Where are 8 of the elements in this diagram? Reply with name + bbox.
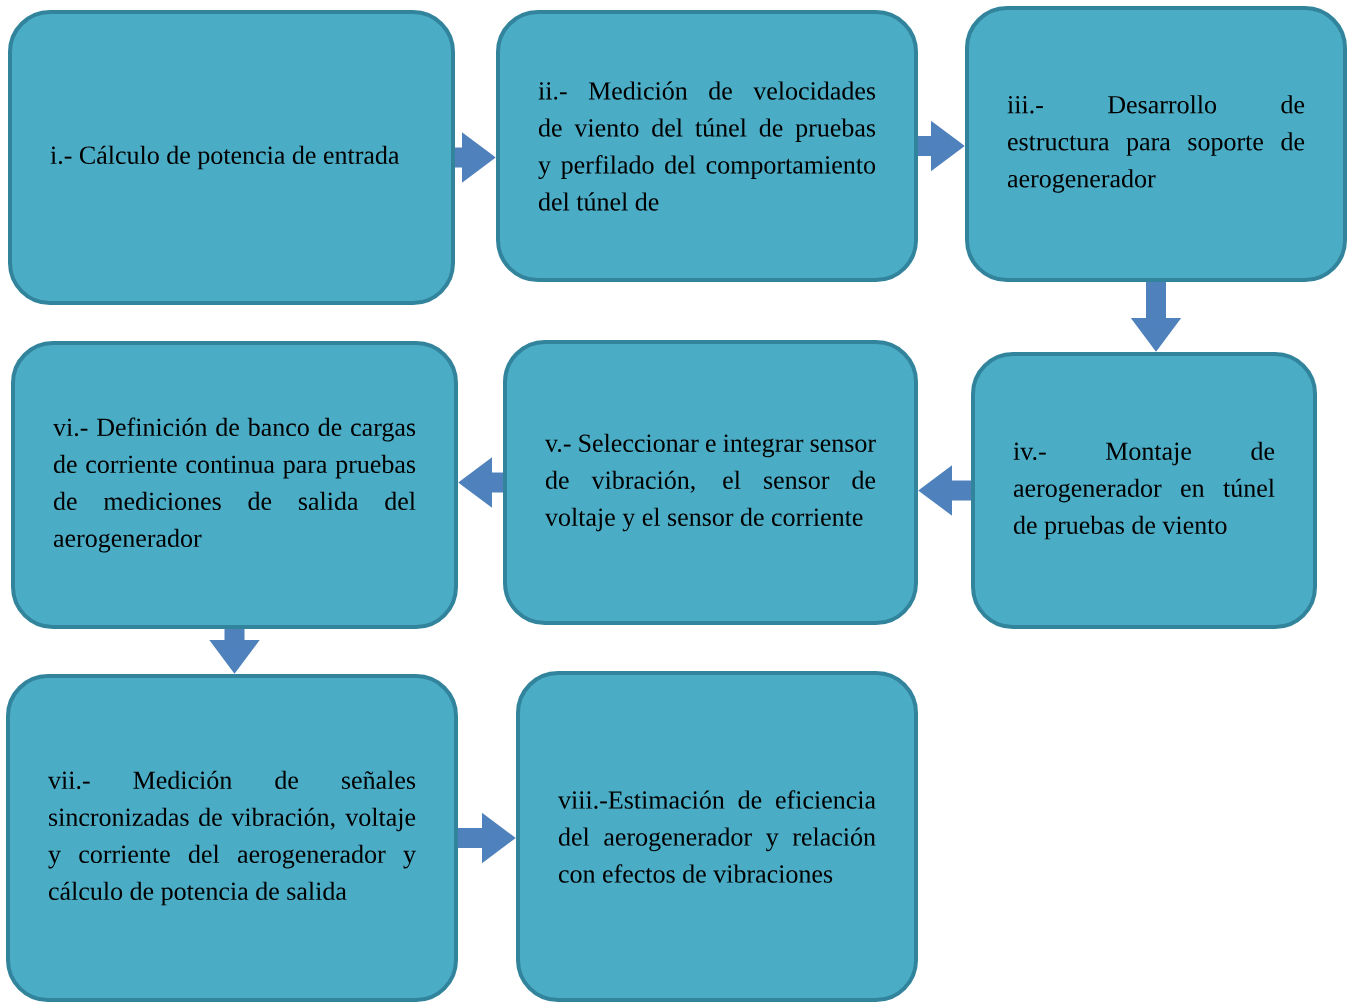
- process-box: vii.- Medición de señales sincronizadas de vibración, voltaje y corriente del aerogenerador y cálculo de potencia de salida: [6, 674, 458, 1002]
- process-box: iii.- Desarrollo de estructura para soporte de aerogenerador: [965, 6, 1347, 282]
- process-box: ii.- Medición de velocidades de viento del túnel de pruebas y perfilado del comportamiento del túnel de: [496, 10, 918, 282]
- process-box: vi.- Definición de banco de cargas de corriente continua para pruebas de mediciones de salida del aerogenerador: [11, 341, 458, 629]
- process-box: viii.-Estimación de eficiencia del aerogenerador y relación con efectos de vibraciones: [516, 671, 918, 1002]
- process-box: i.- Cálculo de potencia de entrada: [8, 10, 455, 305]
- process-box: v.- Seleccionar e integrar sensor de vibración, el sensor de voltaje y el sensor de corriente: [503, 340, 918, 625]
- process-box: iv.- Montaje de aerogenerador en túnel de pruebas de viento: [971, 352, 1317, 629]
